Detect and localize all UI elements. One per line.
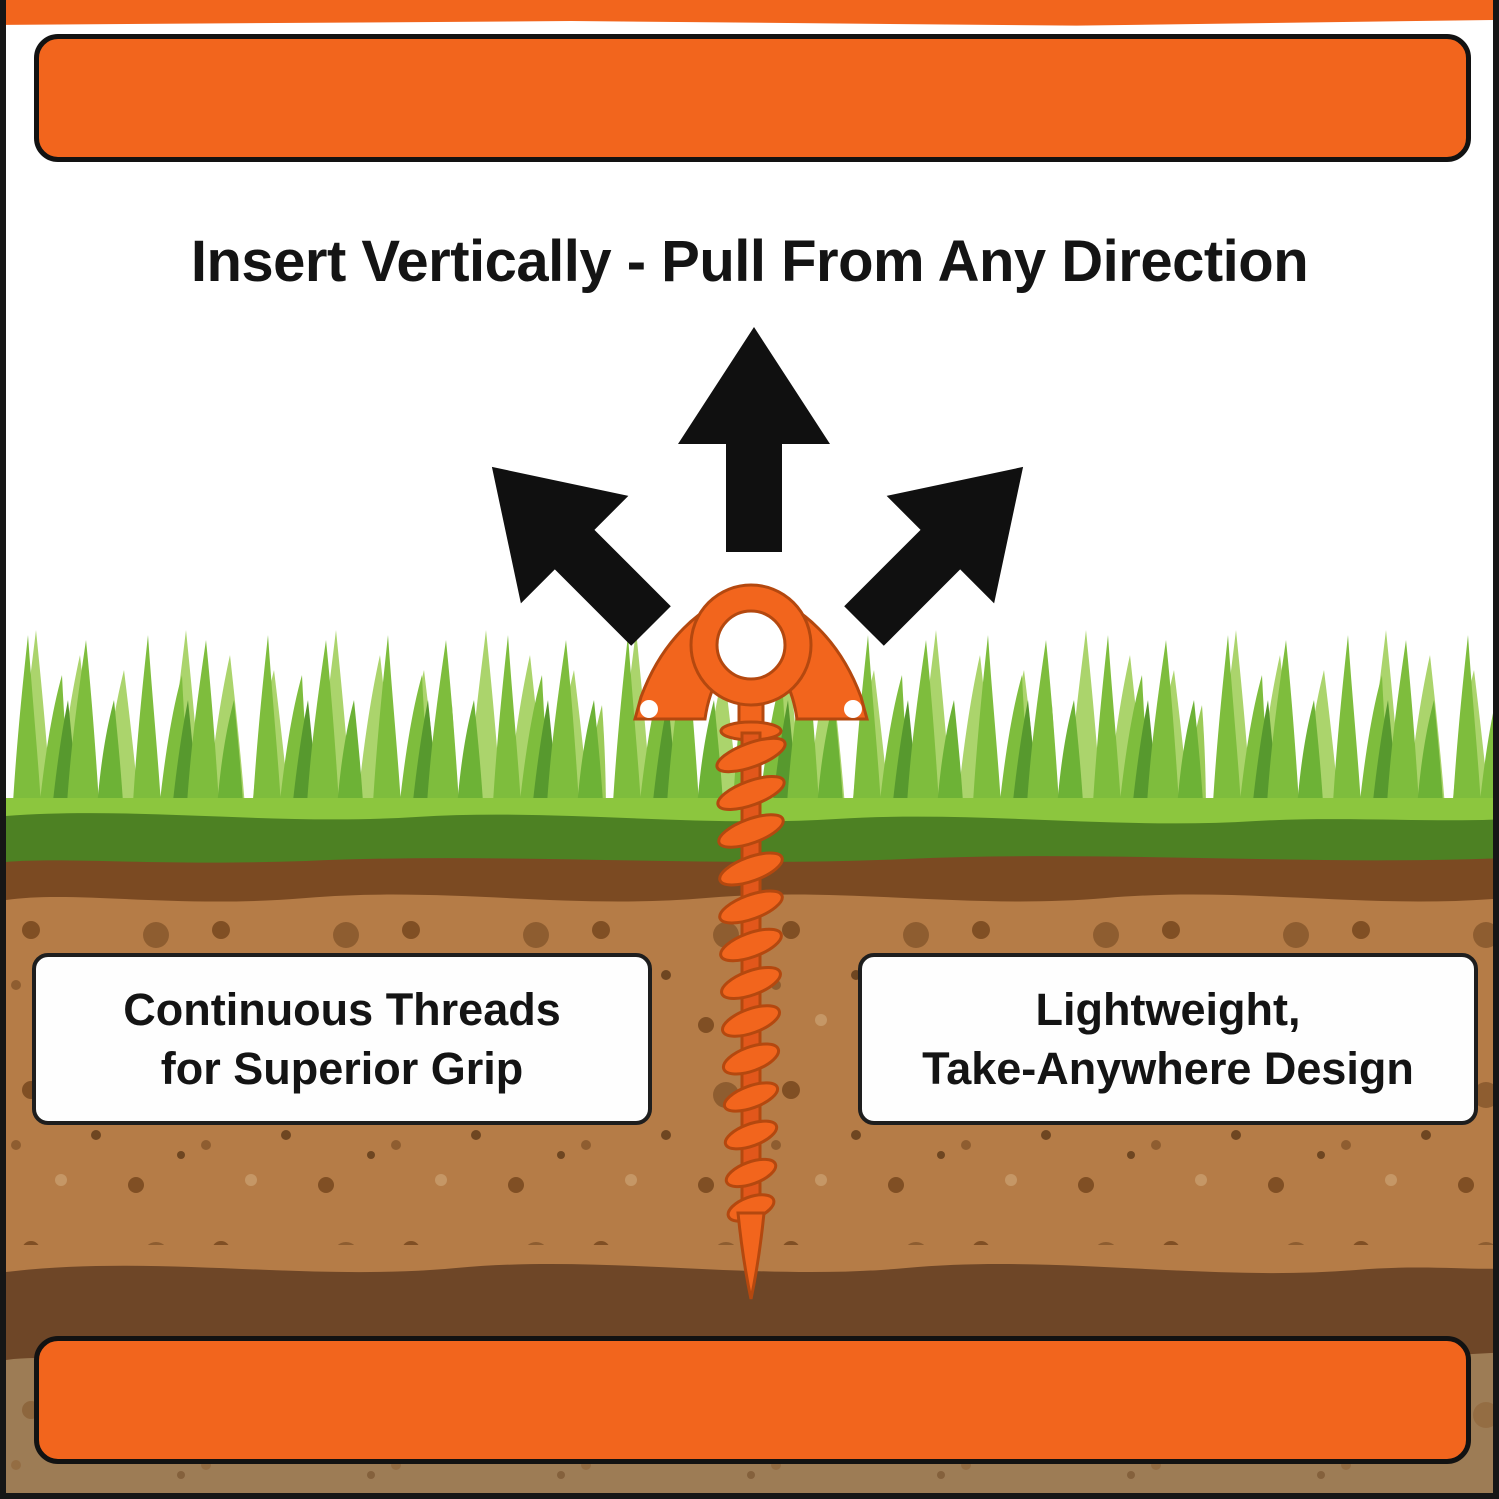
screw-ground-anchor-illustration — [633, 583, 869, 1300]
anchor-ring-hole — [715, 609, 787, 681]
callout-left-line2: for Superior Grip — [160, 1043, 524, 1094]
callout-lightweight-design: Lightweight, Take-Anywhere Design — [858, 953, 1478, 1125]
headline: Insert Vertically - Pull From Any Direct… — [190, 229, 1309, 294]
bottom-banner — [34, 1336, 1471, 1464]
top-edge-strip — [6, 0, 1493, 26]
callout-left-line1: Continuous Threads — [123, 983, 561, 1035]
anchor-tip — [736, 1211, 766, 1300]
callout-right-line1: Lightweight, — [1035, 983, 1301, 1035]
anchor-threads — [715, 736, 787, 1223]
callout-continuous-threads: Continuous Threads for Superior Grip — [32, 953, 652, 1125]
callout-right-line2: Take-Anywhere Design — [922, 1043, 1414, 1094]
arrow-up-icon — [678, 327, 830, 552]
soil-lower-dark-band — [6, 1263, 1493, 1360]
anchor-right-hook-notch — [844, 700, 862, 718]
anchor-left-hook-notch — [640, 700, 658, 718]
top-banner — [34, 34, 1471, 162]
